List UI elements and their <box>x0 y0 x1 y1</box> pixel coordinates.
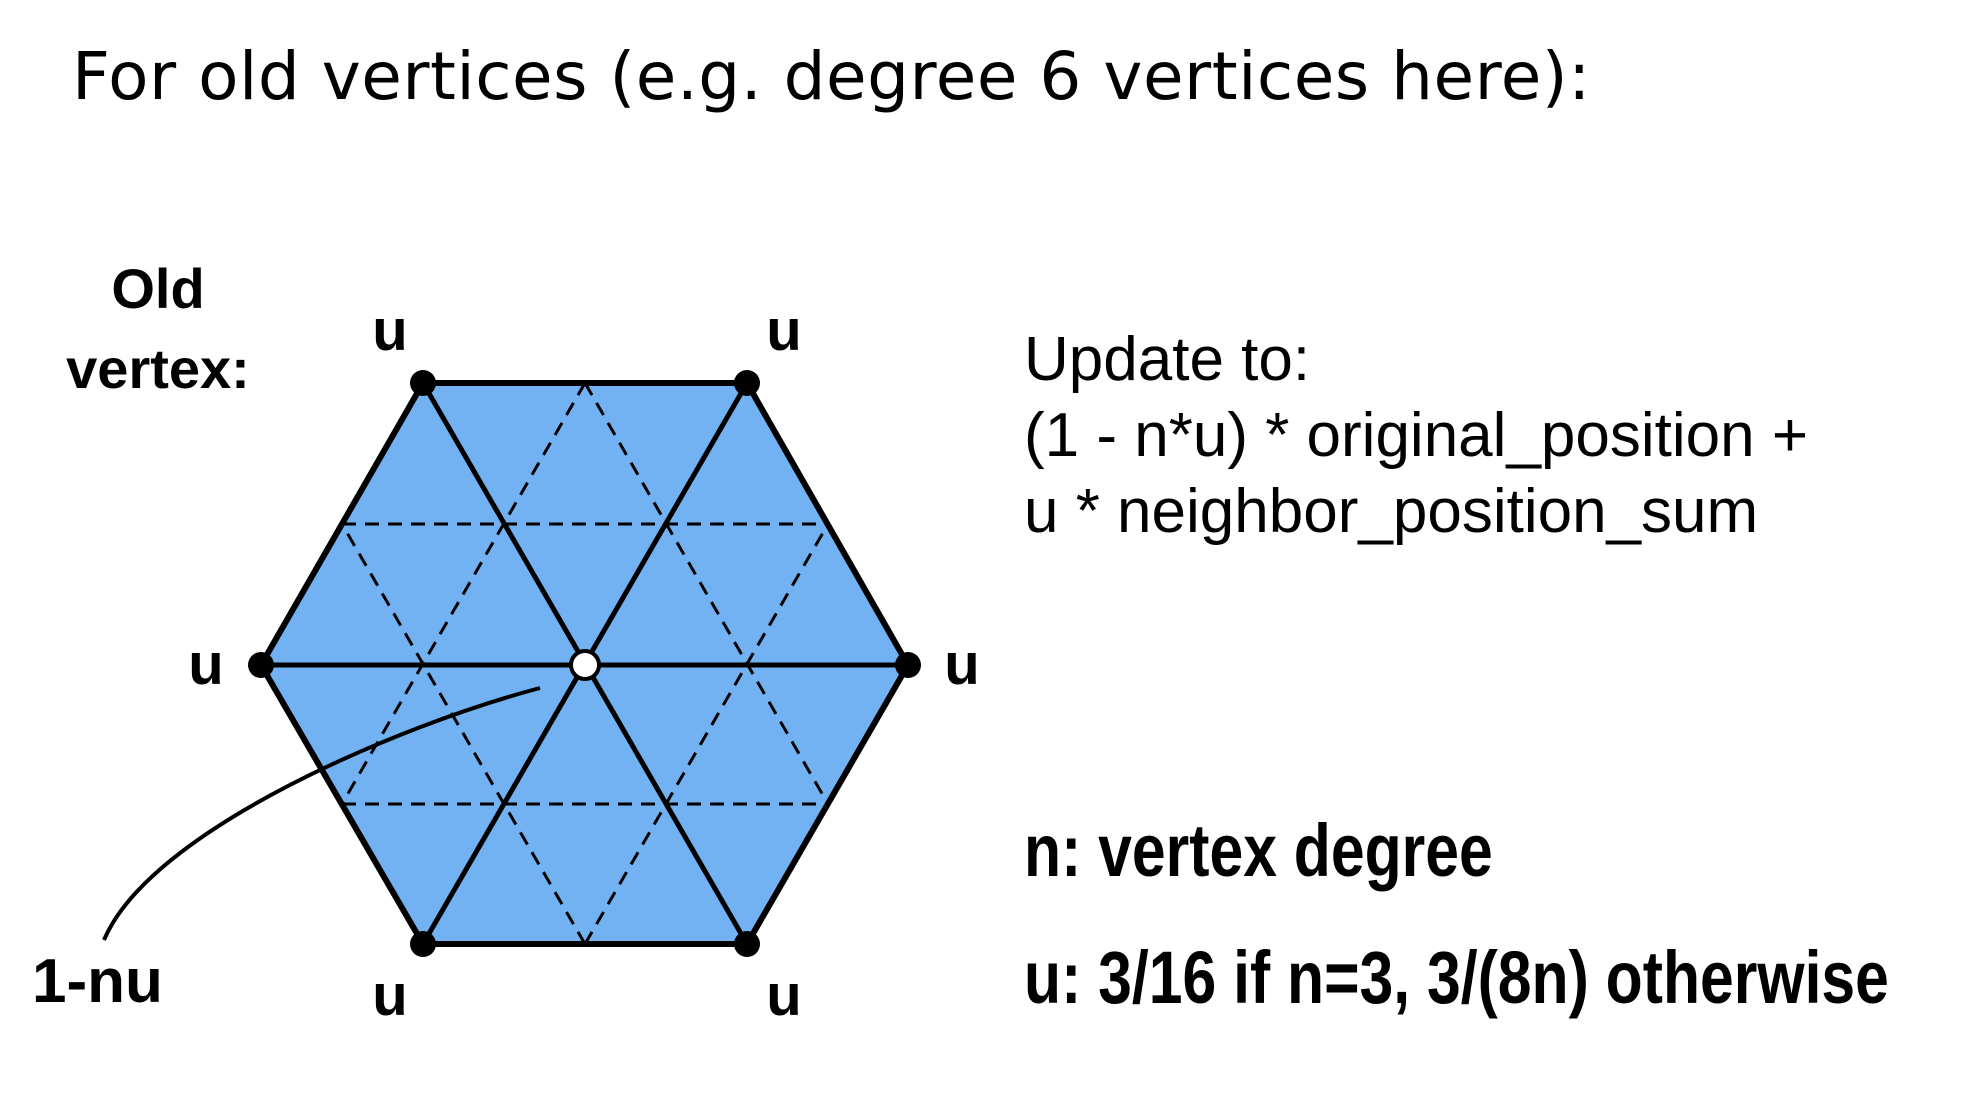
slide-heading: For old vertices (e.g. degree 6 vertices… <box>72 38 1591 115</box>
neighbor-vertex <box>734 931 760 957</box>
center-vertex <box>569 649 601 681</box>
center-weight-label: 1-nu <box>32 947 163 1016</box>
neighbor-weight-label: u <box>766 298 801 363</box>
neighbor-vertex <box>248 652 274 678</box>
neighbor-weight-label: u <box>944 632 979 697</box>
neighbor-vertex <box>895 652 921 678</box>
neighbor-weight-label: u <box>766 963 801 1028</box>
definition-n: n: vertex degree <box>1024 809 1493 892</box>
neighbor-vertex <box>734 370 760 396</box>
update-rule-line2: (1 - n*u) * original_position + <box>1024 401 1809 470</box>
old-vertex-label-line1: Old <box>111 257 204 320</box>
neighbor-vertex <box>410 370 436 396</box>
neighbor-weight-label: u <box>188 632 223 697</box>
definition-u: u: 3/16 if n=3, 3/(8n) otherwise <box>1024 936 1889 1019</box>
neighbor-weight-label: u <box>372 963 407 1028</box>
neighbor-vertex <box>410 931 436 957</box>
center-leader-curve <box>102 686 541 941</box>
neighbor-weight-label: u <box>372 298 407 363</box>
update-rule-line3: u * neighbor_position_sum <box>1024 477 1759 546</box>
old-vertex-label-line2: vertex: <box>66 337 250 400</box>
update-rule-line1: Update to: <box>1024 325 1311 394</box>
neighbor-vertices <box>248 370 921 957</box>
subdivision-dashed-lines <box>340 382 830 945</box>
